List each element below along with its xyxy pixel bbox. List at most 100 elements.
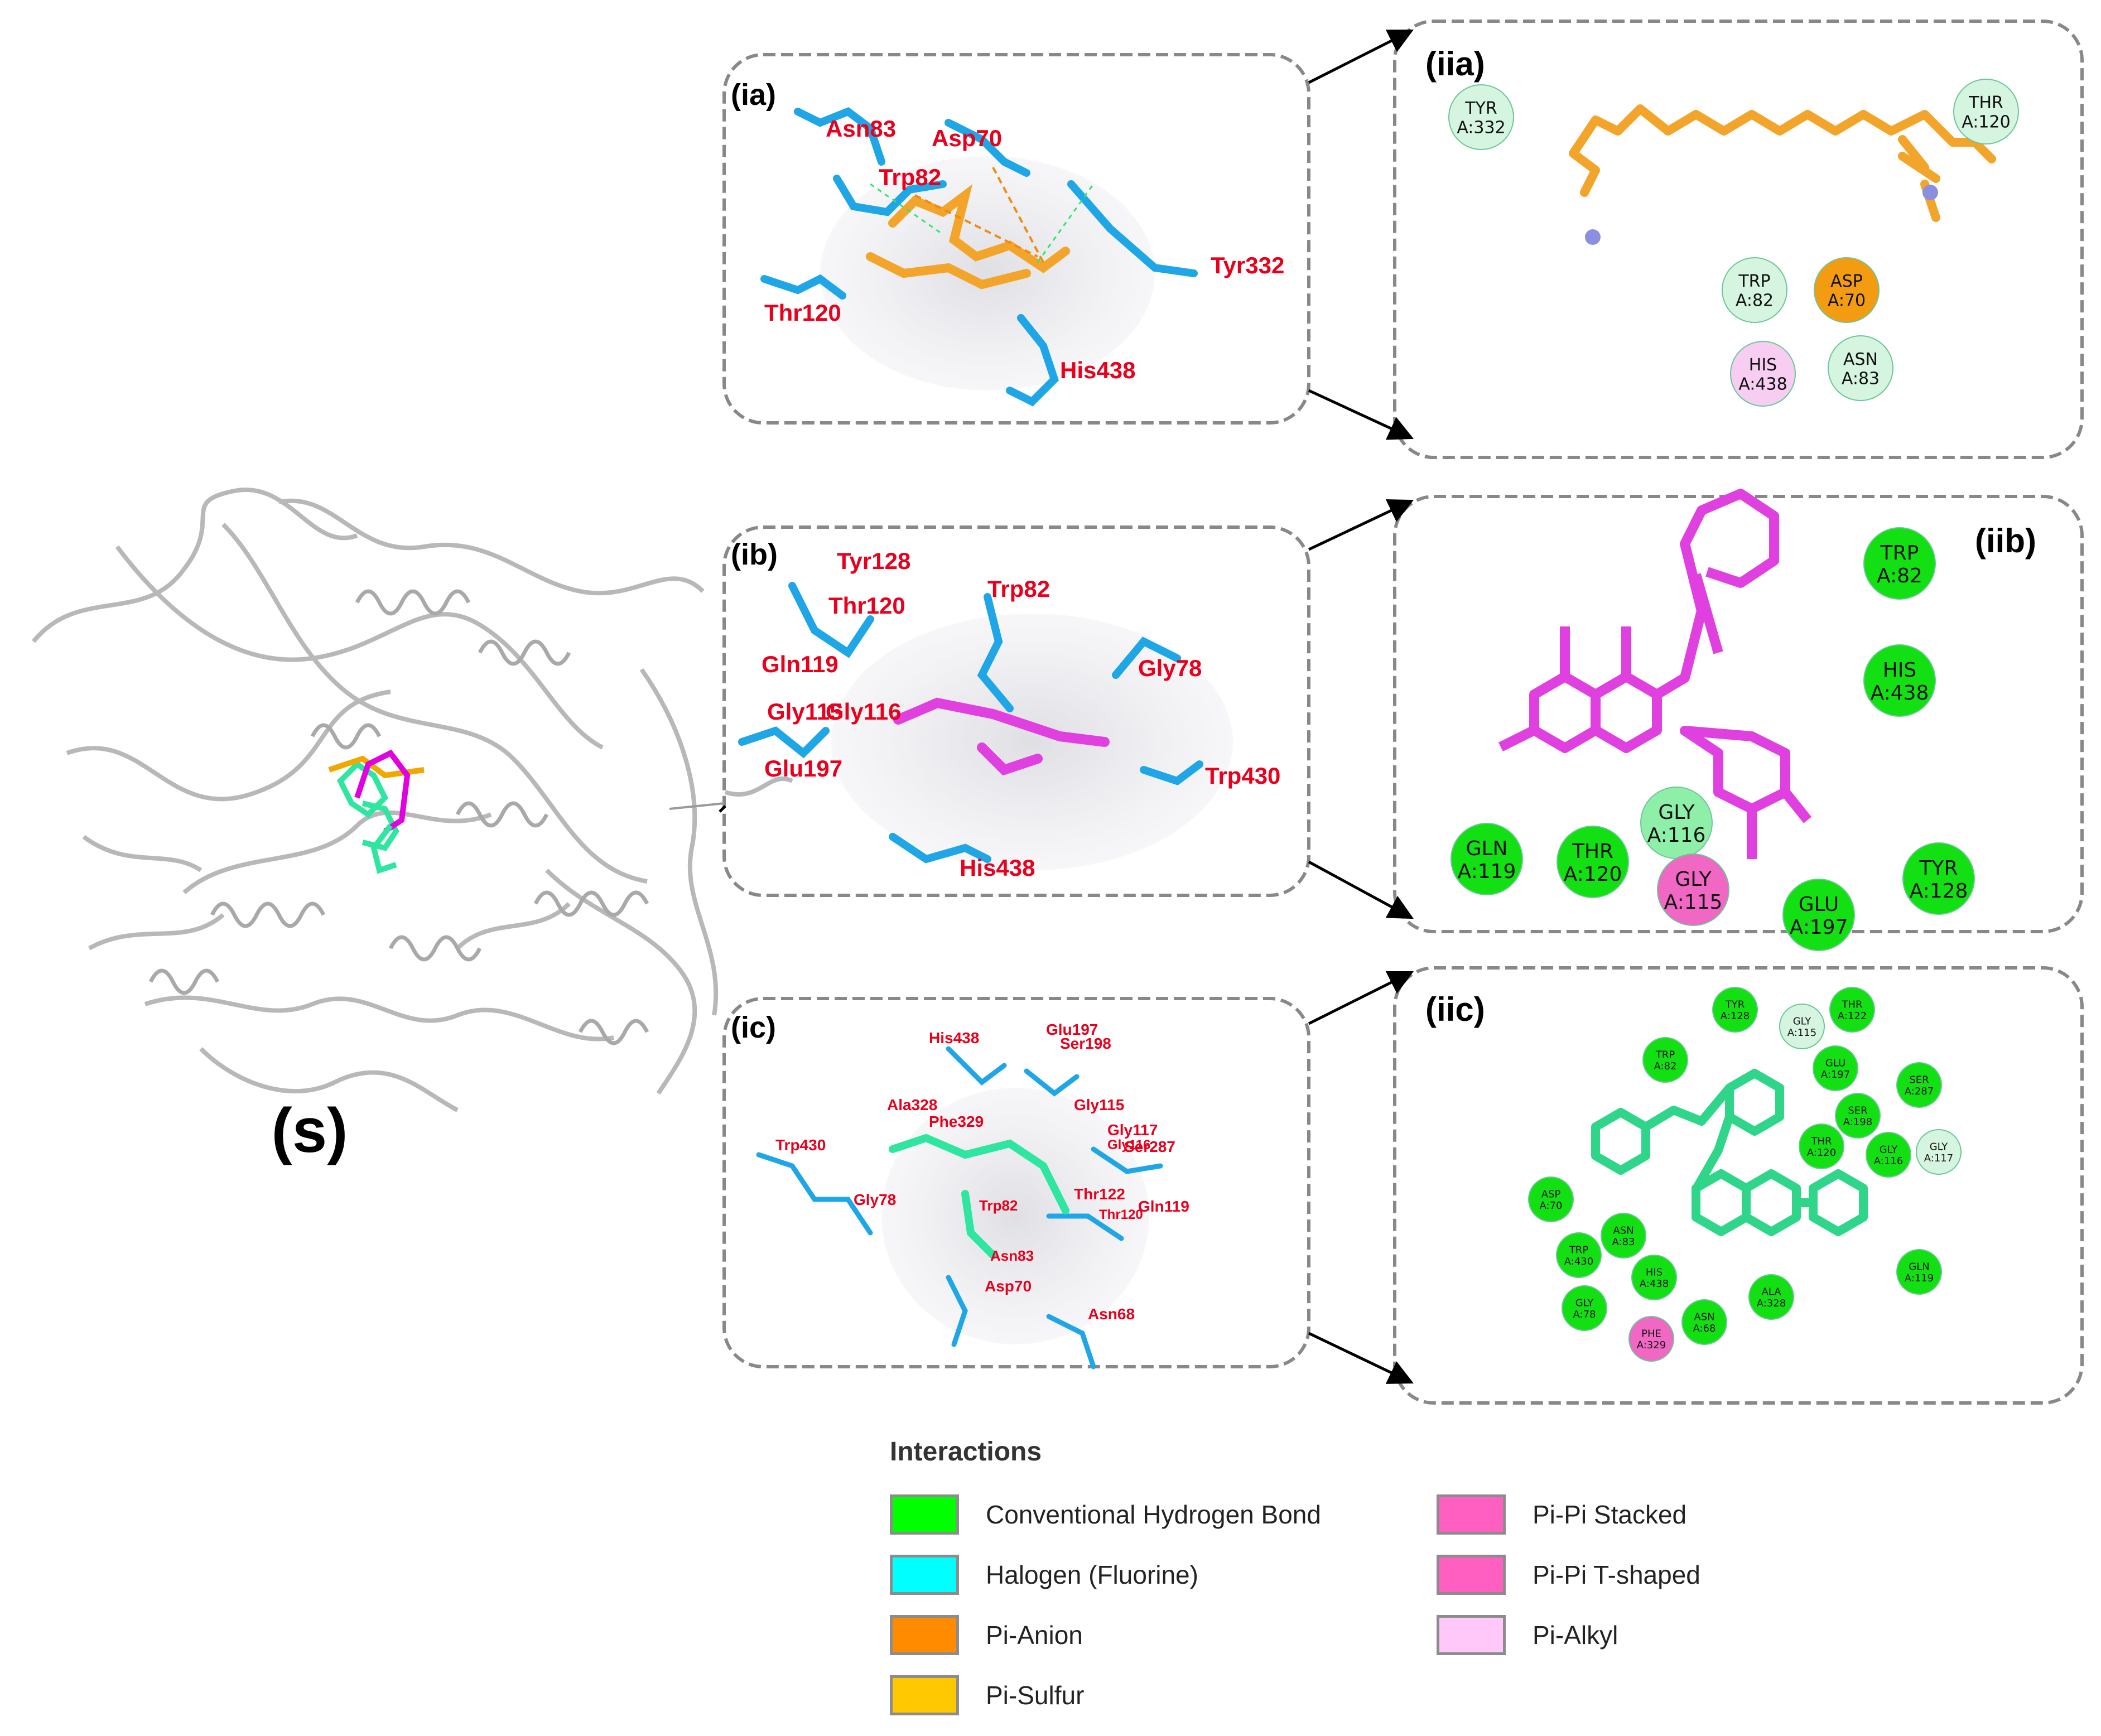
panel-ib-content bbox=[738, 582, 1233, 870]
panel-ia-content bbox=[760, 107, 1198, 407]
ib-label-trp430: Trp430 bbox=[1205, 763, 1280, 789]
iia-residues-bubbles: TYRA:332THRA:120TRPA:82ASPA:70HISA:438AS… bbox=[1448, 79, 2019, 407]
panel-label-s: (s) bbox=[272, 1096, 348, 1165]
panel-ic-content bbox=[756, 1046, 1163, 1369]
legend-item-pi-anion: Pi-Anion bbox=[890, 1613, 1083, 1657]
panel-iib-ligand bbox=[1498, 489, 1812, 859]
svg-text:A:117: A:117 bbox=[1924, 1152, 1953, 1164]
ic-label-asp70: Asp70 bbox=[985, 1277, 1032, 1295]
svg-text:A:128: A:128 bbox=[1910, 880, 1968, 903]
interactions-legend: Interactions Conventional Hydrogen Bond … bbox=[890, 1436, 1700, 1718]
svg-text:ASP: ASP bbox=[1541, 1188, 1561, 1200]
svg-text:A:70: A:70 bbox=[1540, 1200, 1563, 1212]
arrow-ic-bottom bbox=[1308, 1332, 1414, 1384]
svg-text:A:68: A:68 bbox=[1693, 1323, 1716, 1334]
panel-label-iia: (iia) bbox=[1425, 45, 1485, 83]
panel-frames bbox=[722, 20, 2084, 1405]
svg-text:A:329: A:329 bbox=[1637, 1339, 1666, 1351]
ia-label-tyr332: Tyr332 bbox=[1211, 252, 1284, 278]
svg-text:TRP: TRP bbox=[1569, 1244, 1589, 1256]
panel-label-ic: (ic) bbox=[731, 1011, 776, 1044]
svg-text:HIS: HIS bbox=[1646, 1266, 1663, 1278]
svg-text:GLY: GLY bbox=[1880, 1144, 1898, 1155]
svg-text:A:120: A:120 bbox=[1807, 1147, 1836, 1159]
svg-text:A:197: A:197 bbox=[1790, 916, 1848, 939]
svg-text:GLN: GLN bbox=[1466, 837, 1508, 860]
ic-label-asn83: Asn83 bbox=[990, 1247, 1034, 1264]
ia-label-asn83: Asn83 bbox=[826, 115, 896, 142]
legend-swatch bbox=[890, 1675, 959, 1715]
ic-label-trp430: Trp430 bbox=[775, 1136, 826, 1154]
ic-label-his438: His438 bbox=[929, 1029, 979, 1047]
svg-text:A:83: A:83 bbox=[1842, 369, 1880, 389]
protein-ribbon-structure bbox=[31, 488, 793, 1112]
svg-text:A:438: A:438 bbox=[1640, 1278, 1669, 1290]
legend-swatch bbox=[890, 1615, 959, 1655]
ib-label-his438: His438 bbox=[960, 855, 1035, 881]
svg-text:A:430: A:430 bbox=[1564, 1256, 1593, 1267]
legend-item-pi-sulfur: Pi-Sulfur bbox=[890, 1673, 1084, 1718]
svg-text:GLY: GLY bbox=[1658, 801, 1695, 824]
panel-iia-ligand bbox=[1569, 104, 1996, 222]
ia-label-thr120: Thr120 bbox=[764, 300, 841, 326]
ib-label-gly78: Gly78 bbox=[1138, 655, 1202, 681]
svg-text:A:438: A:438 bbox=[1871, 682, 1929, 705]
svg-text:THR: THR bbox=[1810, 1135, 1832, 1147]
arrow-ia-top bbox=[1308, 29, 1414, 84]
svg-text:A:438: A:438 bbox=[1738, 375, 1787, 394]
legend-item-pi-pi-stacked: Pi-Pi Stacked bbox=[1437, 1492, 1686, 1537]
panel-label-iib: (iib) bbox=[1975, 522, 2036, 560]
legend-swatch bbox=[1437, 1615, 1506, 1655]
svg-text:GLY: GLY bbox=[1675, 868, 1712, 891]
svg-text:A:82: A:82 bbox=[1654, 1060, 1677, 1072]
svg-text:TRP: TRP bbox=[1880, 542, 1919, 565]
legend-item-halogen: Halogen (Fluorine) bbox=[890, 1552, 1198, 1597]
ic-label-glu197: Glu197 bbox=[1046, 1021, 1098, 1038]
svg-text:ASN: ASN bbox=[1843, 350, 1878, 369]
svg-text:A:128: A:128 bbox=[1721, 1010, 1750, 1022]
ia-label-his438: His438 bbox=[1060, 357, 1135, 383]
svg-text:A:83: A:83 bbox=[1612, 1236, 1635, 1248]
ia-residue-labels: Asn83 Asp70 Trp82 Tyr332 Thr120 His438 bbox=[764, 115, 1284, 383]
connector-arrows bbox=[669, 29, 1414, 1384]
svg-text:GLN: GLN bbox=[1909, 1261, 1929, 1272]
ic-label-gly116: Gly116 bbox=[1107, 1137, 1150, 1152]
ib-label-tyr128: Tyr128 bbox=[837, 548, 910, 574]
svg-text:ASN: ASN bbox=[1694, 1311, 1714, 1323]
legend-label: Halogen (Fluorine) bbox=[986, 1560, 1198, 1589]
ia-label-trp82: Trp82 bbox=[879, 164, 941, 190]
svg-text:A:70: A:70 bbox=[1828, 291, 1866, 311]
svg-text:A:82: A:82 bbox=[1877, 565, 1922, 587]
svg-text:PHE: PHE bbox=[1641, 1328, 1661, 1339]
svg-text:A:116: A:116 bbox=[1874, 1155, 1903, 1167]
legend-label: Pi-Anion bbox=[986, 1621, 1083, 1650]
ib-label-thr120: Thr120 bbox=[828, 592, 905, 619]
ib-label-gly115: Gly115 bbox=[767, 698, 842, 725]
legend-label: Pi-Alkyl bbox=[1533, 1621, 1618, 1650]
legend-swatch bbox=[1437, 1555, 1506, 1595]
svg-text:ASN: ASN bbox=[1613, 1224, 1633, 1236]
legend-label: Pi-Pi Stacked bbox=[1533, 1500, 1687, 1529]
frame-iia bbox=[1393, 20, 2084, 459]
svg-text:TRP: TRP bbox=[1738, 272, 1770, 291]
ib-label-glu197: Glu197 bbox=[764, 755, 842, 782]
svg-text:GLY: GLY bbox=[1930, 1141, 1949, 1152]
